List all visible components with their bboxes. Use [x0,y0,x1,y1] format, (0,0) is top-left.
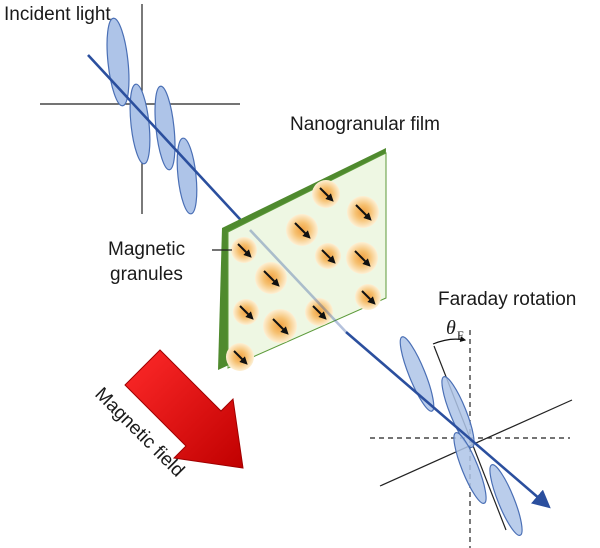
granule [231,237,257,263]
incident-light-label: Incident light [4,4,111,25]
granule [305,298,333,326]
granule [312,180,340,208]
nanogranular-film-label: Nanogranular film [290,114,440,135]
magnetic-granules-label-line1: Magnetic [108,239,185,260]
granule [347,196,379,228]
beam-transmitted [345,331,551,509]
granule [233,299,259,325]
granule [255,262,287,294]
granule [226,343,254,371]
granule [263,309,297,343]
beam-incident [87,54,251,231]
magnetic-granules-label-line2: granules [110,264,183,285]
granule [286,214,318,246]
beam-through-film [249,229,347,333]
output-wave [399,336,523,536]
faraday-rotation-label: Faraday rotation [438,289,576,310]
theta-subscript: F [457,328,464,342]
granule [355,284,381,310]
granule [315,243,341,269]
granule [346,242,378,274]
theta-symbol: θ [446,317,456,339]
magnetic-granules [226,180,381,371]
nanogranular-film [218,148,387,370]
magnetic-field-arrow [124,349,244,469]
incident-wave [106,17,198,215]
rotation-angle-arc [432,336,467,345]
